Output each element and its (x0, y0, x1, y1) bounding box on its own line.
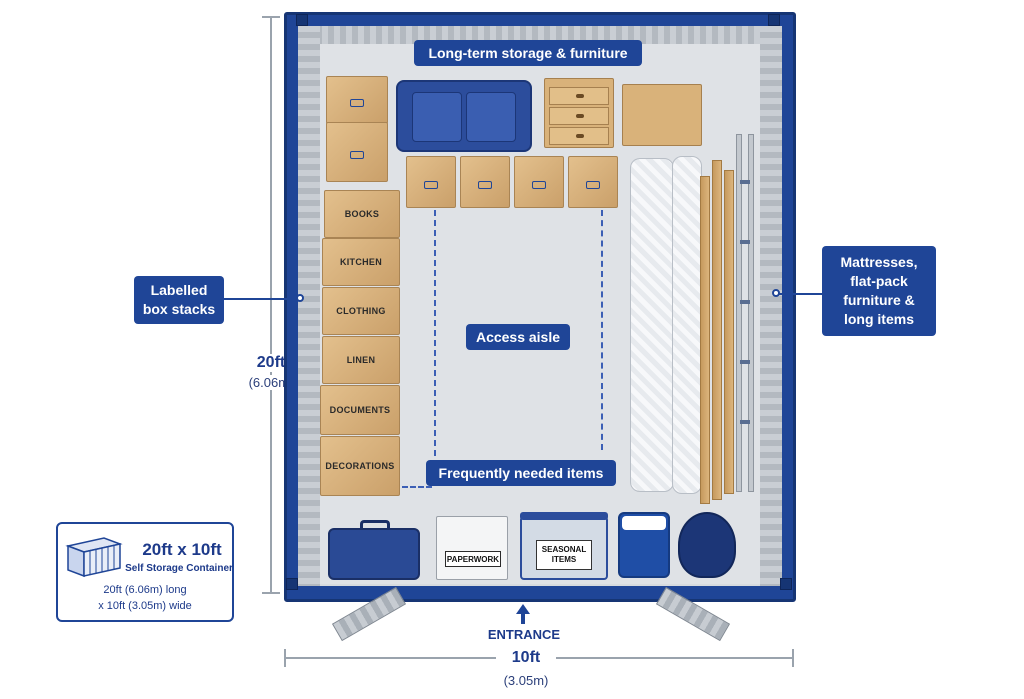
toolbox-handle (360, 520, 390, 530)
sofa-cushion (466, 92, 516, 142)
labelled-box-documents: DOCUMENTS (320, 385, 400, 435)
paperwork-label: PAPERWORK (445, 551, 501, 567)
vacuum-cleaner (678, 512, 736, 578)
corner-casting (780, 578, 792, 590)
storage-box (326, 76, 388, 124)
container-back-wall (298, 26, 782, 44)
container-right-wall (760, 26, 782, 586)
drawer (549, 127, 609, 145)
ladder-rung (740, 420, 750, 424)
callout-long-term-storage: Long-term storage & furniture (414, 40, 642, 66)
drawer (549, 107, 609, 125)
callout-mattresses: Mattresses, flat-pack furniture & long i… (822, 246, 936, 336)
drawer (549, 87, 609, 105)
labelled-box-decorations: DECORATIONS (320, 436, 400, 496)
aisle-marking-left (434, 210, 436, 486)
tub-lid (520, 512, 608, 520)
mattress (630, 158, 674, 492)
box-logo-icon (478, 181, 492, 189)
ladder-rung (740, 360, 750, 364)
box-logo-icon (350, 99, 364, 107)
sofa (396, 80, 532, 152)
legend-subtitle: Self Storage Container (125, 563, 233, 574)
storage-box (514, 156, 564, 208)
corner-casting (286, 578, 298, 590)
labelled-box-kitchen: KITCHEN (322, 238, 400, 286)
width-metric-label: (3.05m) (488, 673, 564, 688)
callout-labelled-box-stacks: Labelled box stacks (134, 276, 224, 324)
corner-casting (768, 14, 780, 26)
storage-box (406, 156, 456, 208)
archive-box: PAPERWORK (436, 516, 508, 580)
storage-box (326, 122, 388, 182)
container-icon (65, 537, 123, 578)
leader-dot (772, 289, 780, 297)
legend-width-line: x 10ft (3.05m) wide (98, 600, 192, 612)
width-label: 10ft (496, 649, 556, 667)
mattress (672, 156, 702, 494)
callout-frequently-needed: Frequently needed items (426, 460, 616, 486)
flat-pack-panel (712, 160, 722, 500)
seasonal-items-label: SEASONAL ITEMS (536, 540, 592, 570)
labelled-box-clothing: CLOTHING (322, 287, 400, 335)
legend-title: 20ft x 10ft (142, 540, 222, 559)
box-logo-icon (424, 181, 438, 189)
legend-length-line: 20ft (6.06m) long (103, 584, 187, 596)
box-logo-icon (586, 181, 600, 189)
leader-line (224, 298, 302, 300)
leader-dot (296, 294, 304, 302)
labelled-box-linen: LINEN (322, 336, 400, 384)
aisle-marking-right (601, 210, 603, 450)
flat-pack-panel (724, 170, 734, 494)
cool-box (618, 512, 670, 578)
container-left-wall (298, 26, 320, 586)
labelled-box-books: BOOKS (324, 190, 400, 238)
box-logo-icon (350, 151, 364, 159)
ladder-rail (736, 134, 742, 492)
callout-access-aisle: Access aisle (466, 324, 570, 350)
ladder-rung (740, 300, 750, 304)
plastic-storage-tub: SEASONAL ITEMS (520, 512, 608, 580)
ladder-rail (748, 134, 754, 492)
cool-box-lid (622, 516, 666, 530)
storage-box (460, 156, 510, 208)
corner-casting (296, 14, 308, 26)
box-logo-icon (532, 181, 546, 189)
entrance-arrow-icon (516, 604, 530, 614)
ladder-rung (740, 180, 750, 184)
leader-line (776, 293, 822, 295)
aisle-marking-bottom (402, 486, 432, 488)
height-dimension-line (262, 16, 280, 594)
storage-box (568, 156, 618, 208)
flat-pack-panel (700, 176, 710, 504)
wooden-table (622, 84, 702, 146)
chest-of-drawers (544, 78, 614, 148)
sofa-cushion (412, 92, 462, 142)
ladder-rung (740, 240, 750, 244)
toolbox (328, 520, 420, 580)
entrance-arrow-stem (521, 612, 525, 624)
entrance-label: ENTRANCE (487, 627, 561, 642)
